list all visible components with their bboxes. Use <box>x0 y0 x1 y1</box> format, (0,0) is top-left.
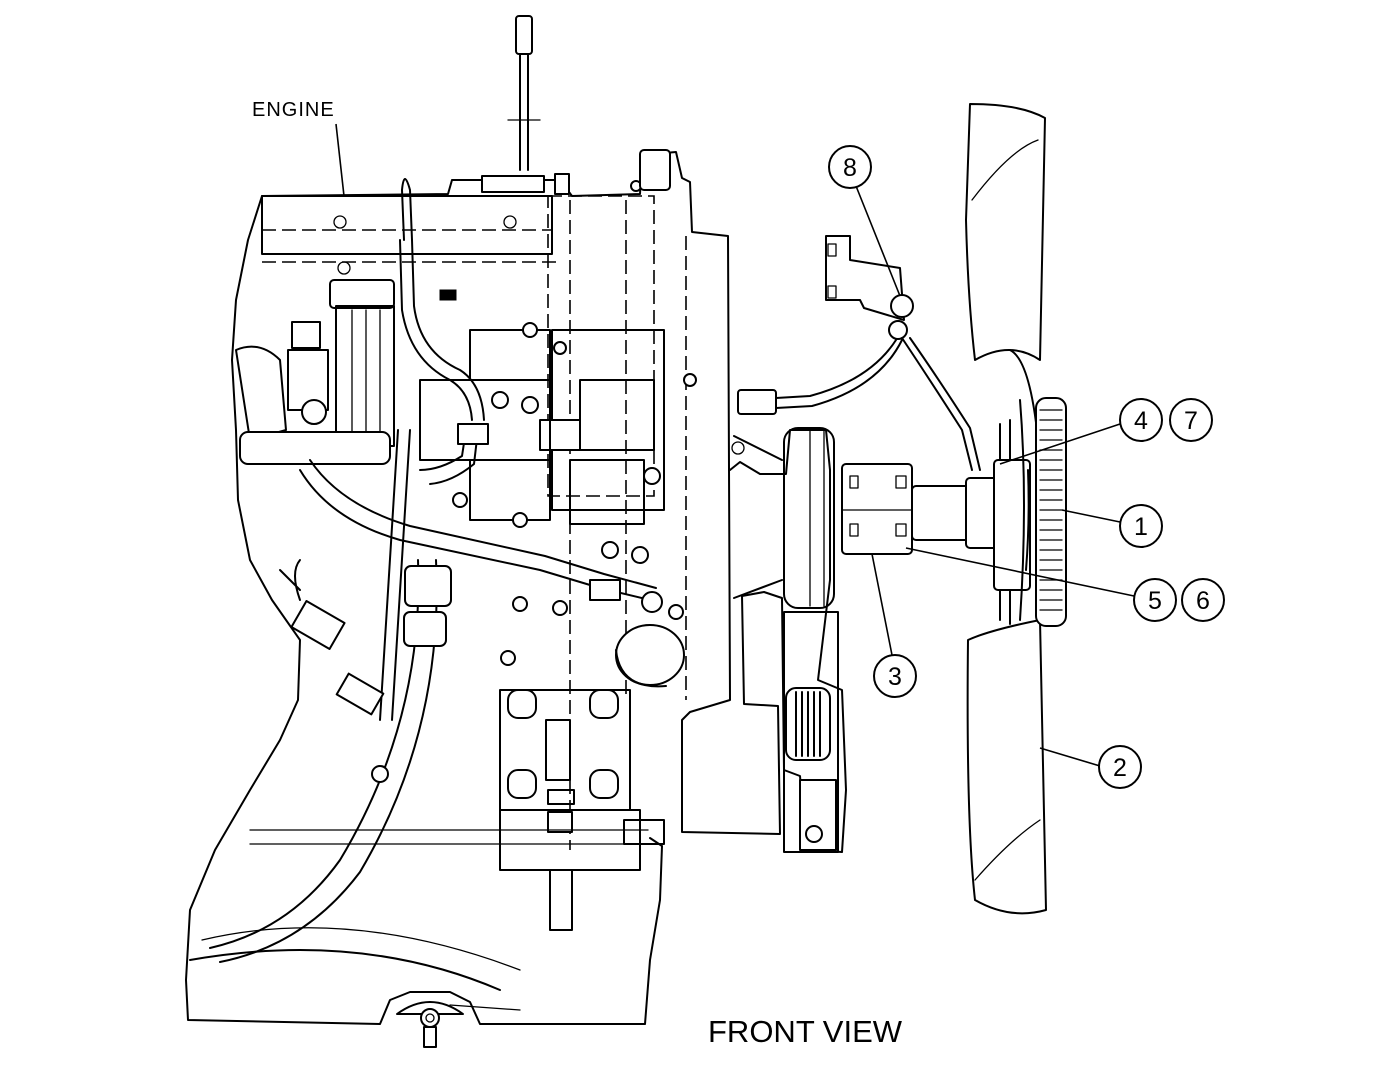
injection-pump-outline <box>547 195 655 497</box>
harness-connector-8b <box>888 320 908 340</box>
engine-leader <box>335 123 345 197</box>
fan-blade-lower <box>966 619 1047 915</box>
line-fitting <box>589 579 621 601</box>
harness-connector-8 <box>890 294 914 318</box>
port-upper-left <box>507 689 537 719</box>
callout-5-number: 5 <box>1148 587 1162 615</box>
sensor-bracket <box>825 235 905 321</box>
return-line <box>299 469 651 601</box>
crank-pulley <box>731 427 835 609</box>
injector-fitting <box>279 559 385 716</box>
sensor-connector-dark <box>439 289 457 301</box>
drain-plug <box>396 1001 464 1048</box>
engine-assembly <box>185 15 847 1048</box>
fan-spacer-3 <box>841 463 913 555</box>
fan-hub <box>911 485 973 541</box>
hose-clamp-lower <box>403 611 447 647</box>
pump-bracket <box>539 419 581 451</box>
view-title: FRONT VIEW <box>708 1014 903 1049</box>
port-lower-right <box>589 769 619 799</box>
port-upper-right <box>589 689 619 719</box>
dipstick <box>481 15 545 193</box>
engine-label: ENGINE <box>252 99 335 121</box>
lift-bracket <box>291 321 321 349</box>
fan-clutch-fins <box>1039 409 1063 611</box>
callout-8-number: 8 <box>843 154 857 182</box>
callout-2: 2 <box>1039 745 1142 789</box>
valve-cover <box>261 195 553 255</box>
fuel-filter <box>287 279 395 447</box>
line-banjo-bolt <box>641 591 663 613</box>
callout-4-number: 4 <box>1134 407 1148 435</box>
fan-blade-upper-inner <box>1009 349 1039 441</box>
bolt-heads <box>371 180 697 783</box>
engine-outline <box>185 151 847 1025</box>
callout-3: 3 <box>871 553 917 698</box>
temperature-sensor <box>639 149 671 191</box>
callout-8: 8 <box>828 145 901 297</box>
fan-drive-assembly <box>841 463 1007 555</box>
coolant-hose-inner <box>219 559 438 963</box>
fuel-line-a <box>399 239 473 421</box>
engine-label-group: ENGINE <box>252 99 345 197</box>
callout-2-number: 2 <box>1113 754 1127 782</box>
callout-6-number: 6 <box>1196 587 1210 615</box>
dipstick-tube-loop <box>401 178 413 241</box>
left-bracket <box>235 345 287 441</box>
tensioner-pulley <box>783 611 839 853</box>
fan-blade-upper <box>965 103 1046 361</box>
mount-stud <box>549 869 573 931</box>
fan-clutch-body <box>1035 397 1067 627</box>
harness-wire-left <box>775 339 897 399</box>
line-connector <box>457 423 489 445</box>
oil-pan-lower <box>189 949 501 991</box>
speed-sensor-harness <box>737 235 981 471</box>
callout-1-number: 1 <box>1134 513 1148 541</box>
fan-2 <box>965 103 1047 915</box>
callout-4-7: 4 7 <box>999 398 1213 465</box>
breather-cap <box>554 173 570 195</box>
port-lower-left <box>507 769 537 799</box>
harness-wire-left-b <box>775 339 903 409</box>
fan-clutch-1 <box>1019 397 1067 627</box>
vertical-tube <box>379 429 411 721</box>
hose-to-pump <box>419 429 479 485</box>
harness-wire-right <box>901 337 981 471</box>
fuel-line-b <box>411 239 485 421</box>
callout-1: 1 <box>1061 504 1163 548</box>
oil-pan-lip <box>201 927 521 1011</box>
callout-7-number: 7 <box>1184 407 1198 435</box>
hose-clamp-upper <box>404 565 452 607</box>
return-line-2 <box>309 459 657 589</box>
callout-5-6: 5 6 <box>905 547 1225 622</box>
tensioner-grooves <box>795 691 821 757</box>
oil-cooler-block <box>239 431 391 465</box>
harness-plug <box>737 389 777 415</box>
callout-3-number: 3 <box>888 663 902 691</box>
